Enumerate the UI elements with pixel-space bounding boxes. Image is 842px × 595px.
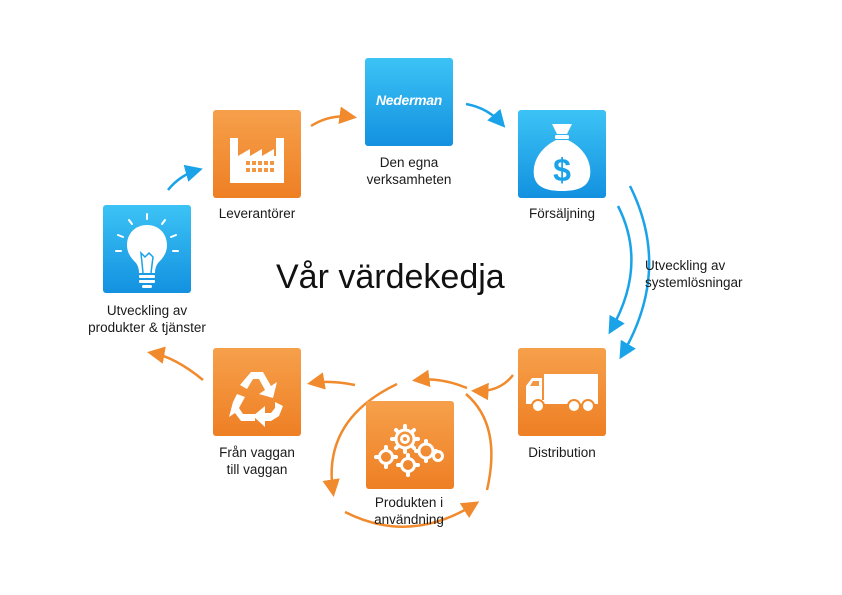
lightbulb-icon	[115, 213, 179, 288]
egna-tile: Nederman	[365, 58, 453, 146]
distribution-label: Distribution	[528, 445, 596, 460]
utveckling-label: Utveckling av produkter & tjänster	[88, 303, 206, 335]
arrow-forsaljning-to-distribution-inner	[608, 205, 633, 335]
arrow-utveckling-to-leverantorer	[167, 164, 203, 191]
arrow-circle-top	[412, 369, 468, 390]
arrow-circle-left	[322, 382, 398, 497]
arrow-vaggan-to-utveckling	[147, 346, 204, 381]
gears-icon	[374, 424, 444, 477]
factory-icon	[230, 138, 284, 183]
arrow-nederman-to-forsaljning	[465, 102, 506, 128]
arrow-use-to-vaggan	[307, 372, 356, 390]
egna-label: Den egna verksamheten	[366, 155, 452, 187]
leverantorer-tile	[213, 110, 301, 198]
produkten-tile	[366, 401, 454, 489]
diagram-title: Vår värdekedja	[276, 258, 505, 296]
vaggan-tile	[213, 348, 301, 436]
arrow-circle-right	[465, 393, 493, 491]
svg-text:$: $	[553, 152, 571, 188]
arrow-forsaljning-to-distribution-outer	[619, 185, 651, 360]
truck-icon	[526, 374, 598, 413]
nederman-logo: Nederman	[375, 92, 443, 108]
arrow-leverantorer-to-nederman	[310, 106, 357, 128]
produkten-label: Produkten i användning	[374, 495, 444, 527]
recycle-icon	[229, 372, 283, 427]
arrow-circle-bottom	[344, 501, 480, 528]
vaggan-label: Från vaggan till vaggan	[219, 445, 295, 477]
money-bag-icon: $	[533, 124, 591, 191]
forsaljning-tile: $	[518, 110, 606, 198]
arrow-distribution-to-use	[471, 374, 514, 401]
utveckling-tile	[103, 205, 191, 293]
leverantorer-label: Leverantörer	[218, 206, 296, 221]
distribution-tile	[518, 348, 606, 436]
systemlosningar-note: Utveckling av systemlösningar	[645, 258, 743, 290]
forsaljning-label: Försäljning	[528, 206, 596, 221]
